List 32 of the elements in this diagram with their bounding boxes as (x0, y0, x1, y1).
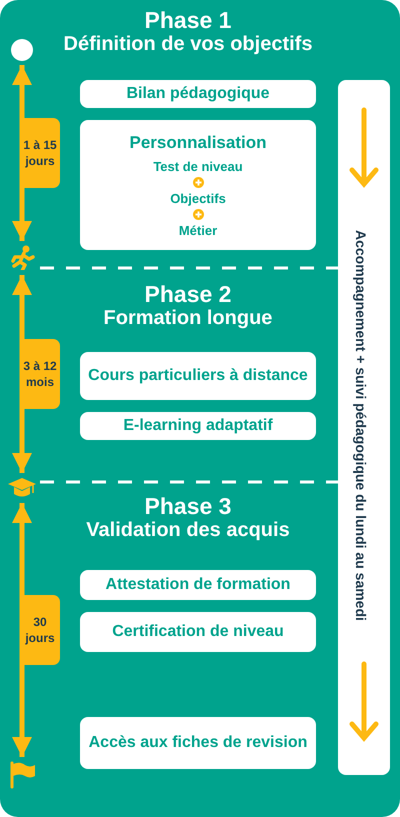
list-item: Objectifs (170, 190, 226, 206)
step-text: E-learning adaptatif (123, 417, 273, 435)
flag-icon (8, 761, 36, 787)
phase-subtitle: Formation longue (102, 307, 274, 330)
step-text: Personnalisation (130, 132, 266, 152)
phase-title: Phase 3 (144, 494, 232, 520)
list-item: Test de niveau (153, 158, 243, 174)
side-note: Accompagnement + suivi pédagogique du lundi au samedi (353, 228, 369, 622)
phase-subtitle: Validation des acquis (85, 519, 291, 542)
step-text: Attestation de formation (106, 576, 290, 594)
phase-subtitle: Définition de vos objectifs (62, 33, 314, 56)
phase-title: Phase 2 (144, 282, 232, 308)
phase-title: Phase 1 (144, 8, 232, 34)
list-item: Métier (178, 222, 218, 238)
step-card (80, 352, 316, 400)
runner-icon (10, 245, 34, 271)
start-circle (11, 39, 33, 61)
double-arrow (12, 65, 32, 241)
step-text: Bilan pédagogique (126, 85, 270, 103)
step-text: Certification de niveau (112, 623, 284, 641)
double-arrow (12, 275, 32, 473)
step-card (80, 80, 316, 108)
step-card (80, 717, 316, 769)
step-card (80, 612, 316, 652)
step-card (80, 570, 316, 600)
step-text: Cours particuliers à distance (88, 367, 308, 385)
step-card (80, 412, 316, 440)
sidebar-card (338, 80, 390, 775)
step-text: Accès aux fiches de revision (88, 734, 308, 752)
double-arrow (12, 503, 32, 757)
graduation-cap-icon (7, 477, 37, 499)
step-card (80, 120, 316, 250)
